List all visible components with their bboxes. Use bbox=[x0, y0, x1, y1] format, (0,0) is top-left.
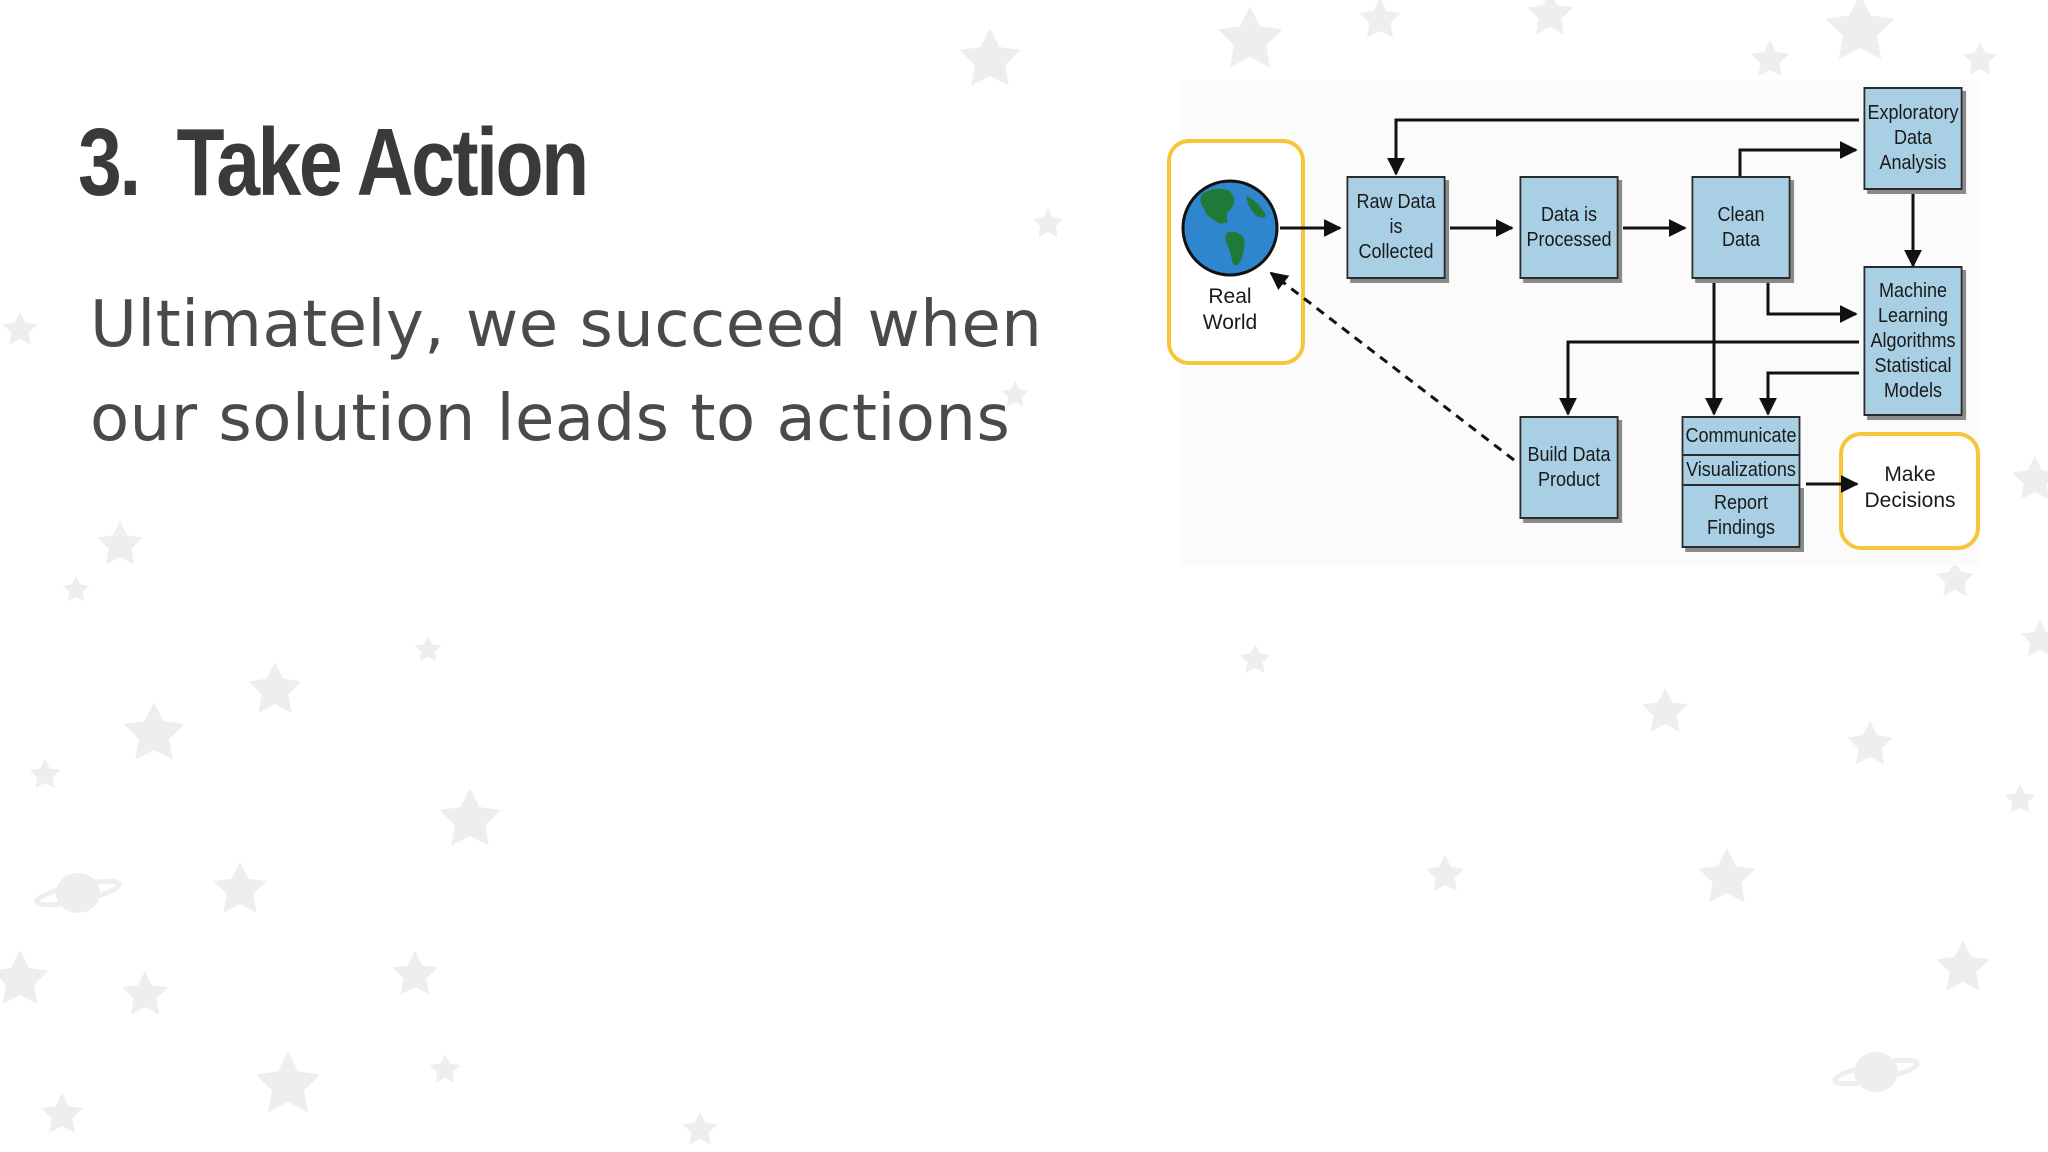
body-text: Ultimately, we succeed when our solution… bbox=[90, 288, 1043, 456]
make-decisions-label: Make Decisions bbox=[1864, 463, 1956, 512]
title-number: 3. bbox=[78, 109, 141, 216]
real-world-label: Real World bbox=[1202, 285, 1258, 334]
data-processed-box: Data is Processed bbox=[1519, 176, 1619, 279]
ml-box: Machine Learning Algorithms Statistical … bbox=[1863, 266, 1963, 416]
communicate-box: Communicate bbox=[1681, 416, 1801, 456]
communicate-stack: Communicate Visualizations Report Findin… bbox=[1675, 416, 1807, 550]
planet-icon bbox=[34, 873, 122, 913]
eda-box: Exploratory Data Analysis bbox=[1863, 87, 1963, 190]
planet-icon bbox=[1832, 1052, 1920, 1092]
slide-title: 3. Take Action bbox=[78, 108, 589, 218]
globe-icon bbox=[1181, 179, 1279, 277]
raw-data-collected-box: Raw Data is Collected bbox=[1346, 176, 1446, 279]
report-findings-box: Report Findings bbox=[1681, 484, 1801, 548]
build-data-product-box: Build Data Product bbox=[1519, 416, 1619, 519]
visualizations-box: Visualizations bbox=[1681, 454, 1801, 486]
title-text: Take Action bbox=[176, 109, 589, 216]
clean-data-box: Clean Data bbox=[1691, 176, 1791, 279]
